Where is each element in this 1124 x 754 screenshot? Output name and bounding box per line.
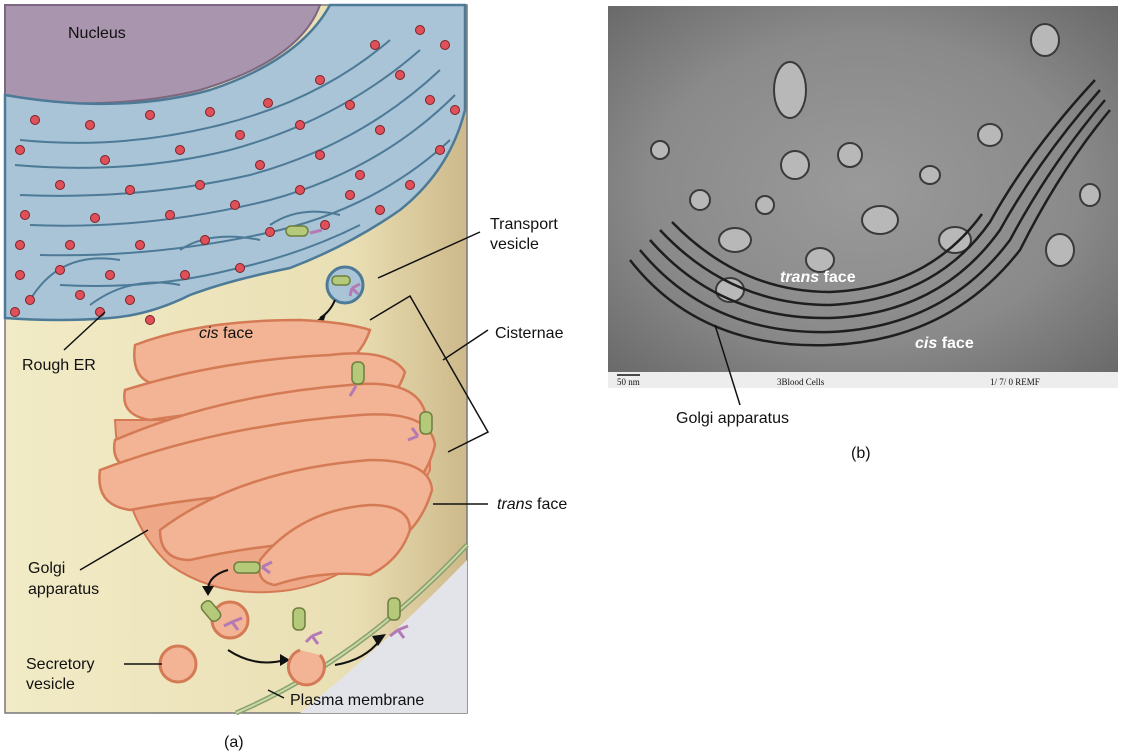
leader-cisternae	[442, 329, 489, 361]
micrograph-golgi-stack	[629, 79, 1111, 347]
label-secretory-1: Secretory	[26, 656, 94, 673]
leader-golgi-b	[714, 324, 741, 406]
label-golgi-2: apparatus	[28, 581, 99, 598]
label-trans-face-a: trans face	[497, 496, 567, 513]
micrograph	[608, 6, 1118, 372]
label-nucleus: Nucleus	[68, 25, 126, 42]
footer-sample: 3Blood Cells	[777, 377, 825, 387]
label-transport-vesicle-1: Transport	[490, 216, 558, 233]
label-cis-face-b: cis face	[915, 335, 974, 352]
label-plasma-membrane: Plasma membrane	[290, 692, 424, 709]
transport-vesicle	[325, 265, 365, 305]
golgi-stack	[98, 318, 437, 594]
micrograph-footer	[608, 372, 1118, 388]
caption-b: (b)	[851, 445, 871, 462]
golgi-cargo-1	[348, 361, 365, 397]
panel-a: Nucleus Rough ER cis face Transport vesi…	[3, 3, 567, 751]
rough-er-shape	[3, 3, 467, 322]
fusing-vesicle	[286, 607, 326, 687]
footer-info: 1/ 7/ 0 REMF	[990, 377, 1040, 387]
er-cargo	[285, 225, 323, 237]
label-golgi-1: Golgi	[28, 560, 65, 577]
label-trans-face-b: trans face	[780, 269, 856, 286]
panel-b: 50 nm 3Blood Cells 1/ 7/ 0 REMF trans fa…	[608, 6, 1118, 462]
leader-transport	[377, 231, 481, 279]
er-cisternae	[14, 39, 456, 306]
label-rough-er: Rough ER	[22, 357, 96, 374]
golgi-cargo-2	[407, 411, 433, 442]
label-cisternae: Cisternae	[495, 325, 564, 342]
caption-a: (a)	[224, 734, 244, 751]
ribosomes	[10, 25, 460, 325]
label-golgi-b: Golgi apparatus	[676, 410, 789, 427]
released-cargo	[387, 597, 409, 639]
leader-rough-er	[63, 311, 106, 351]
bracket-cisternae	[369, 294, 490, 453]
footer-scale: 50 nm	[617, 377, 640, 387]
budding-vesicle	[200, 600, 250, 640]
leader-golgi	[79, 529, 149, 571]
secretory-vesicle	[158, 644, 198, 684]
leader-plasma	[267, 689, 285, 699]
micrograph-vesicles	[650, 23, 1101, 303]
label-cis-face-a: cis face	[199, 325, 253, 342]
label-secretory-2: vesicle	[26, 676, 75, 693]
extracellular-space	[300, 560, 467, 713]
golgi-cargo-3	[233, 560, 273, 575]
label-transport-vesicle-2: vesicle	[490, 236, 539, 253]
arrow-golgi-down	[207, 569, 229, 589]
